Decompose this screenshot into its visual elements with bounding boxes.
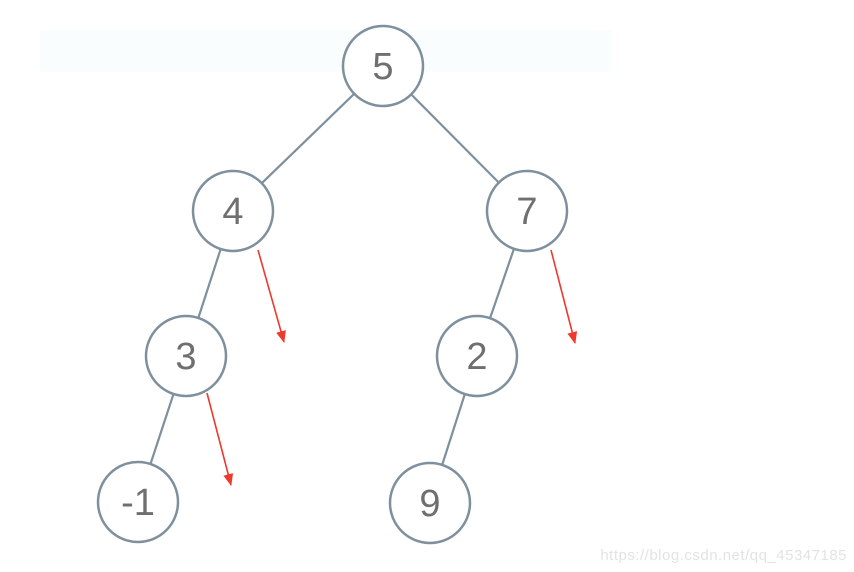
watermark: https://blog.csdn.net/qq_45347185 [600,547,847,564]
edges-layer [136,65,529,504]
node-circle [485,169,569,253]
node-value: 4 [222,191,243,233]
tree-node-5: 5 [341,24,425,108]
tree-node-3: 3 [144,314,228,398]
node-value: 7 [516,191,537,233]
node-value: 5 [372,46,393,88]
null-pointer-arrow [206,392,234,486]
nodes-layer: 5 4 7 3 2 -1 9 [96,24,569,545]
node-circle [144,314,228,398]
null-pointer-arrow [550,249,578,344]
node-value: 2 [466,336,487,378]
node-circle [341,24,425,108]
node-value: 9 [419,483,440,525]
node-circle [388,461,472,545]
tree-node--1: -1 [96,460,180,544]
node-value: -1 [121,482,155,524]
node-circle [191,169,275,253]
tree-node-9: 9 [388,461,472,545]
node-circle [96,460,180,544]
node-value: 3 [175,336,196,378]
null-pointer-arrow [257,249,286,343]
tree-node-2: 2 [435,314,519,398]
highlight-band [40,30,611,72]
tree-node-7: 7 [485,169,569,253]
node-circle [435,314,519,398]
tree-node-4: 4 [191,169,275,253]
arrows-layer [206,249,578,486]
